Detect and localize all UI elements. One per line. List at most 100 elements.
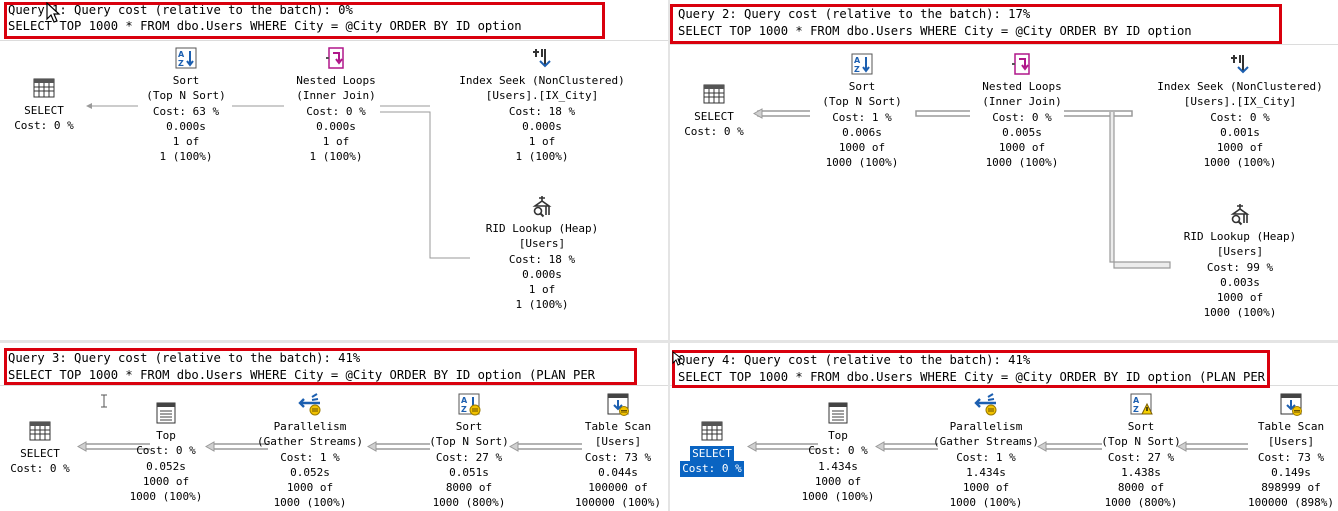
plan-node-line: 1000 of bbox=[814, 474, 862, 488]
plan-node-line: Cost: 99 % bbox=[1206, 260, 1274, 274]
panel-divider-horizontal bbox=[0, 340, 1338, 343]
svg-text:Z: Z bbox=[461, 405, 467, 414]
plan-node-line: Cost: 0 % bbox=[992, 110, 1052, 124]
plan-node-index-seek[interactable]: Index Seek (NonClustered)[Users].[IX_Cit… bbox=[442, 46, 642, 165]
plan-node-line: [Users] bbox=[1216, 245, 1264, 259]
plan-node-line: 1000 of bbox=[286, 481, 334, 495]
panel-divider-vertical bbox=[668, 0, 670, 511]
plan-node-line: 1000 of bbox=[962, 481, 1010, 495]
plan-node-line: 1000 of bbox=[1216, 141, 1264, 155]
top-icon bbox=[826, 401, 850, 425]
plan-node-line: Cost: 0 % bbox=[674, 461, 750, 477]
plan-node-line: SELECT bbox=[20, 447, 60, 460]
plan-node-line: Cost: 63 % bbox=[152, 104, 220, 118]
plan-node-line: 1000 of bbox=[998, 141, 1046, 155]
plan-node-parallelism[interactable]: Parallelism(Gather Streams)Cost: 1 %1.43… bbox=[926, 392, 1046, 511]
plan-node-line: 1000 (100%) bbox=[825, 156, 899, 170]
svg-text:Z: Z bbox=[178, 59, 184, 68]
plan-node-line: (Top N Sort) bbox=[429, 435, 509, 449]
table-scan-icon bbox=[606, 392, 630, 416]
query-sql-line[interactable]: SELECT TOP 1000 * FROM dbo.Users WHERE C… bbox=[8, 19, 522, 33]
query-highlight-box bbox=[670, 4, 1282, 44]
query-highlight-box bbox=[672, 350, 1270, 388]
query-sql-line[interactable]: SELECT TOP 1000 * FROM dbo.Users WHERE C… bbox=[678, 370, 1265, 384]
query-plan-panel-2: Query 2: Query cost (relative to the bat… bbox=[670, 0, 1338, 340]
svg-text:Z: Z bbox=[1133, 405, 1139, 414]
plan-node-line: Sort bbox=[848, 80, 876, 93]
plan-connectors bbox=[746, 441, 1248, 452]
plan-node-line: 1000 (800%) bbox=[432, 496, 506, 510]
plan-node-line: Cost: 0 % bbox=[1210, 110, 1270, 124]
query-highlight-box bbox=[4, 2, 605, 39]
plan-node-line: [Users].[IX_City] bbox=[485, 89, 599, 103]
svg-text:A: A bbox=[1133, 396, 1140, 405]
plan-node-line: Cost: 0 % bbox=[684, 125, 744, 139]
plan-node-line: Cost: 27 % bbox=[435, 450, 503, 464]
nested-loops-icon bbox=[1010, 52, 1034, 76]
plan-node-line: 1000 (100%) bbox=[985, 156, 1059, 170]
plan-node-line: 1 (100%) bbox=[309, 150, 363, 164]
plan-node-rid-lookup[interactable]: RID Lookup (Heap) [Users]Cost: 18 %0.000s… bbox=[472, 194, 612, 313]
select-icon bbox=[702, 82, 726, 106]
index-seek-icon bbox=[1228, 52, 1252, 76]
plan-node-line: 8000 of bbox=[445, 481, 493, 495]
plan-node-index-seek[interactable]: Index Seek (NonClustered)[Users].[IX_Cit… bbox=[1140, 52, 1338, 171]
plan-node-line: [Users] bbox=[1267, 435, 1315, 449]
query-sql-line[interactable]: SELECT TOP 1000 * FROM dbo.Users WHERE C… bbox=[8, 368, 595, 382]
plan-node-line: (Top N Sort) bbox=[146, 89, 226, 103]
plan-node-line: 0.000s bbox=[522, 267, 562, 281]
query-cost-line: Query 2: Query cost (relative to the bat… bbox=[678, 7, 1031, 21]
query-cost-line: Query 1: Query cost (relative to the bat… bbox=[8, 3, 353, 17]
table-scan-icon bbox=[1279, 392, 1303, 416]
plan-node-line: 100000 (898%) bbox=[1247, 496, 1335, 510]
plan-node-parallelism[interactable]: Parallelism(Gather Streams)Cost: 1 %0.05… bbox=[250, 392, 370, 511]
plan-node-line: Nested Loops bbox=[296, 74, 376, 87]
plan-node-line: 1000 (100%) bbox=[129, 490, 203, 504]
plan-node-line: Top bbox=[828, 429, 848, 442]
plan-node-line: RID Lookup (Heap) bbox=[485, 222, 599, 235]
plan-node-line: [Users] bbox=[518, 237, 566, 251]
plan-node-line: 0.052s bbox=[290, 465, 330, 479]
plan-node-line: 898999 of bbox=[1261, 481, 1321, 495]
plan-connectors bbox=[76, 394, 582, 452]
query-sql-line[interactable]: SELECT TOP 1000 * FROM dbo.Users WHERE C… bbox=[678, 24, 1192, 38]
plan-node-line: 1000 (100%) bbox=[801, 490, 875, 504]
plan-node-line: (Gather Streams) bbox=[257, 435, 363, 449]
plan-node-select[interactable]: SELECT Cost: 0 % bbox=[2, 419, 78, 477]
plan-node-line: 0.000s bbox=[316, 119, 356, 133]
query-header: Query 1: Query cost (relative to the bat… bbox=[0, 0, 668, 41]
plan-node-line: Cost: 0 % bbox=[10, 462, 70, 476]
plan-node-rid-lookup[interactable]: RID Lookup (Heap)[Users]Cost: 99 %0.003s… bbox=[1170, 202, 1310, 321]
parallelism-icon bbox=[974, 392, 998, 416]
svg-text:A: A bbox=[854, 56, 861, 65]
plan-node-line: 100000 (100%) bbox=[574, 496, 662, 510]
index-seek-icon bbox=[530, 46, 554, 70]
plan-node-line: SELECT bbox=[24, 104, 64, 117]
plan-node-line: 0.052s bbox=[146, 459, 186, 473]
plan-node-line: Sort bbox=[1127, 420, 1155, 433]
plan-node-line: 0.005s bbox=[1002, 125, 1042, 139]
plan-connectors bbox=[86, 103, 470, 259]
query-header: Query 2: Query cost (relative to the bat… bbox=[670, 0, 1338, 45]
plan-node-line: SELECT bbox=[674, 446, 750, 462]
select-icon bbox=[700, 419, 724, 443]
plan-node-line: 8000 of bbox=[1117, 481, 1165, 495]
plan-node-line: Table Scan bbox=[1257, 420, 1325, 433]
plan-node-line: 1 (100%) bbox=[515, 298, 569, 312]
plan-node-line: Cost: 18 % bbox=[508, 252, 576, 266]
